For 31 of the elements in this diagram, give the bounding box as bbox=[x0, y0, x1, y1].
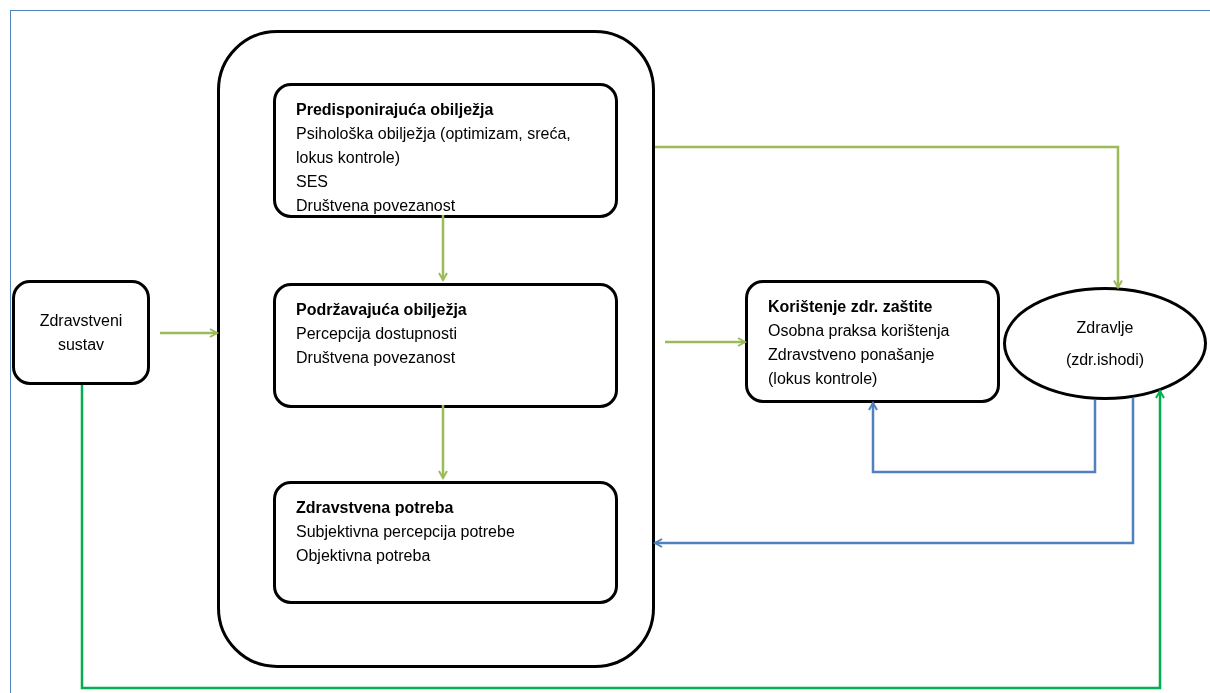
node-text: SES bbox=[296, 172, 329, 192]
node-title: Zdravlje bbox=[1076, 317, 1134, 338]
process-box bbox=[745, 280, 1000, 403]
arrow bbox=[868, 399, 1097, 474]
arrow bbox=[160, 328, 218, 338]
arrow bbox=[665, 337, 746, 347]
arrow bbox=[80, 385, 1165, 690]
node-text: Društvena povezanost bbox=[296, 348, 457, 368]
node-subtitle: (zdr.ishodi) bbox=[1065, 349, 1145, 370]
process-box bbox=[273, 83, 618, 218]
node-text: Zdravstveno ponašanje bbox=[768, 345, 936, 365]
arrow bbox=[654, 397, 1135, 548]
node-text: Percepcija dostupnosti bbox=[296, 324, 458, 344]
arrow bbox=[655, 145, 1123, 289]
node-text: Psihološka obilježja (optimizam, sreća, lokus kontrole) bbox=[296, 124, 572, 168]
arrow bbox=[438, 405, 448, 479]
node-heading: Korištenje zdr. zaštite bbox=[768, 297, 934, 317]
process-box bbox=[273, 283, 618, 408]
container-box bbox=[217, 30, 655, 668]
node-text: Zdravstveni sustav bbox=[38, 310, 124, 355]
process-box bbox=[12, 280, 150, 385]
node-text: Društvena povezanost bbox=[296, 196, 457, 216]
node-text: Osobna praksa korištenja bbox=[768, 321, 951, 341]
node-text: Objektivna potreba bbox=[296, 546, 432, 566]
node-heading: Zdravstvena potreba bbox=[296, 498, 455, 518]
node-heading: Podržavajuća obilježja bbox=[296, 300, 468, 320]
process-box bbox=[273, 481, 618, 604]
node-heading: Predisponirajuća obilježja bbox=[296, 100, 495, 120]
node-text: Subjektivna percepcija potrebe bbox=[296, 522, 516, 542]
node-text: (lokus kontrole) bbox=[768, 369, 879, 389]
arrow bbox=[438, 215, 448, 281]
